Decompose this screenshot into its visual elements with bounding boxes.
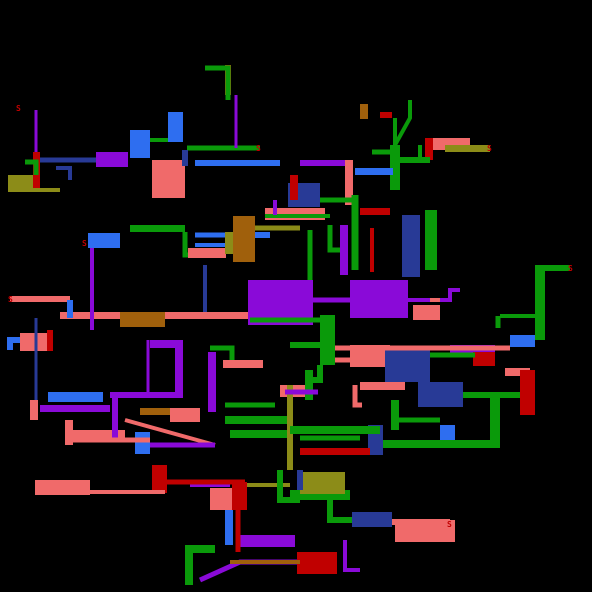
room — [140, 408, 170, 415]
room — [10, 296, 70, 302]
room — [440, 425, 455, 440]
corridor — [343, 540, 360, 572]
room — [96, 152, 128, 167]
room — [223, 360, 263, 368]
room — [380, 112, 392, 118]
map-marker-start: S — [487, 144, 492, 153]
corridor — [408, 288, 460, 302]
corridor — [327, 225, 340, 253]
room — [40, 405, 110, 412]
map-marker-start: S — [382, 111, 387, 120]
room — [185, 545, 193, 585]
room — [535, 265, 545, 340]
room — [360, 104, 368, 119]
room — [168, 112, 183, 142]
room — [510, 335, 535, 347]
corridor — [352, 385, 362, 408]
map-marker-start: S — [82, 239, 87, 248]
corridor — [305, 365, 323, 383]
room — [233, 216, 255, 262]
room — [150, 340, 180, 348]
room — [135, 432, 150, 454]
room — [8, 175, 33, 190]
room — [390, 145, 400, 190]
room — [352, 512, 392, 527]
rooms-layer — [8, 65, 545, 585]
room — [402, 215, 420, 277]
room — [120, 312, 165, 327]
corridor — [124, 418, 216, 447]
room — [88, 233, 120, 248]
room — [170, 408, 200, 422]
corridor — [210, 345, 235, 360]
room — [445, 145, 490, 152]
room — [230, 430, 290, 438]
corridor — [25, 159, 39, 175]
corridor — [56, 166, 72, 180]
room — [48, 392, 103, 402]
room — [152, 160, 185, 198]
room — [208, 352, 216, 412]
room — [290, 490, 350, 500]
room — [225, 510, 233, 545]
room — [130, 225, 185, 232]
room — [360, 208, 390, 215]
room — [340, 225, 348, 275]
room — [425, 210, 437, 270]
room — [413, 305, 440, 320]
room — [360, 382, 405, 390]
room — [300, 160, 345, 166]
corridor — [205, 65, 231, 100]
room — [152, 465, 167, 493]
room — [300, 448, 370, 455]
room — [305, 370, 313, 400]
room — [425, 138, 433, 160]
map-marker-start: S — [568, 264, 573, 273]
room — [195, 160, 280, 166]
room — [380, 440, 500, 448]
room — [473, 352, 495, 366]
room — [30, 400, 38, 420]
room — [185, 545, 215, 553]
corridor — [7, 337, 20, 350]
room — [240, 535, 295, 547]
room — [65, 430, 125, 440]
room — [520, 370, 535, 415]
map-marker-start: S — [8, 295, 13, 304]
room — [232, 482, 247, 510]
room — [65, 420, 73, 445]
room — [320, 315, 335, 365]
room — [175, 340, 183, 395]
room — [505, 368, 530, 376]
map-marker-start: S — [256, 144, 261, 153]
corridor — [327, 500, 352, 523]
corridor — [393, 100, 412, 153]
labels-layer: S S S S S S S S — [8, 104, 573, 529]
room — [395, 520, 455, 542]
room — [130, 130, 150, 158]
room — [355, 168, 393, 175]
corridor — [277, 470, 300, 503]
room — [188, 248, 226, 258]
corridors-layer — [7, 65, 570, 583]
room — [210, 488, 235, 510]
room — [385, 350, 430, 382]
room — [300, 472, 345, 494]
room — [225, 232, 233, 254]
room — [490, 395, 500, 445]
room — [345, 160, 353, 205]
room — [350, 280, 408, 318]
room — [297, 552, 337, 574]
room — [418, 382, 463, 407]
map-marker-start: S — [16, 104, 21, 113]
room — [35, 480, 90, 495]
map-marker-start: S — [447, 520, 452, 529]
room — [290, 175, 298, 200]
corridor — [182, 232, 188, 258]
